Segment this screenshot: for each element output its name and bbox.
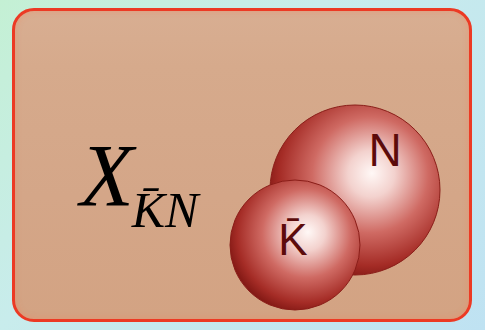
title-panel: N K̄ XK̄N [12, 8, 472, 322]
particle-label: K̄ [278, 218, 307, 262]
sphere-circle [230, 180, 360, 310]
symbol-main: X [80, 127, 134, 224]
antikaon-sphere: K̄ [229, 179, 361, 311]
particle-label: N [368, 127, 401, 173]
formula: XK̄N [80, 132, 198, 220]
symbol-subscript: K̄N [132, 182, 199, 238]
